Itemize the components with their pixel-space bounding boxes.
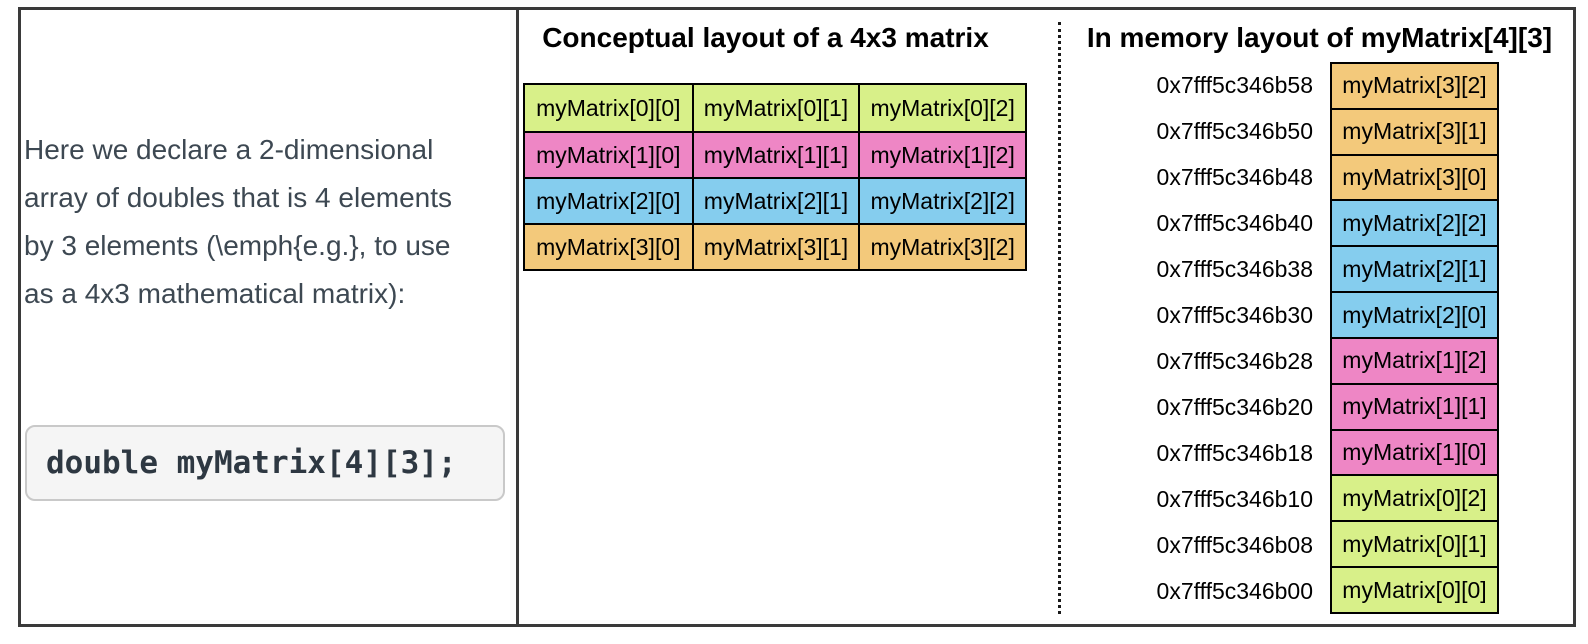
memory-cell: myMatrix[3][0] <box>1332 153 1497 200</box>
memory-address: 0x7fff5c346b58 <box>1156 72 1313 98</box>
memory-cell: myMatrix[2][1] <box>1332 245 1497 292</box>
memory-address: 0x7fff5c346b38 <box>1156 256 1313 282</box>
memory-cell: myMatrix[1][2] <box>1332 336 1497 383</box>
memory-cell: myMatrix[1][0] <box>1332 428 1497 475</box>
matrix-cell: myMatrix[0][1] <box>691 85 859 131</box>
memory-address: 0x7fff5c346b08 <box>1156 532 1313 558</box>
memory-cell: myMatrix[0][1] <box>1332 520 1497 567</box>
description-line: by 3 elements (\emph{e.g.}, to use <box>24 230 451 261</box>
matrix-cell: myMatrix[2][1] <box>691 177 859 223</box>
dotted-divider <box>1058 22 1061 614</box>
description-text: Here we declare a 2-dimensional array of… <box>24 126 518 318</box>
memory-address: 0x7fff5c346b50 <box>1156 118 1313 144</box>
memory-address: 0x7fff5c346b48 <box>1156 164 1313 190</box>
description-line: array of doubles that is 4 elements <box>24 182 453 213</box>
matrix-cell: myMatrix[0][2] <box>858 85 1025 131</box>
memory-layout-title: In memory layout of myMatrix[4][3] <box>1086 22 1553 53</box>
memory-cell: myMatrix[1][1] <box>1332 382 1497 429</box>
matrix-cell: myMatrix[1][2] <box>858 131 1025 177</box>
memory-cell-stack: myMatrix[3][2] myMatrix[3][1] myMatrix[3… <box>1330 62 1499 614</box>
memory-address: 0x7fff5c346b10 <box>1156 486 1313 512</box>
memory-cell: myMatrix[3][1] <box>1332 107 1497 154</box>
memory-address: 0x7fff5c346b28 <box>1156 348 1313 374</box>
matrix-cell: myMatrix[0][0] <box>525 85 692 131</box>
matrix-cell: myMatrix[2][2] <box>858 177 1025 223</box>
memory-cell: myMatrix[3][2] <box>1332 64 1497 108</box>
matrix-cell: myMatrix[3][1] <box>691 223 859 269</box>
matrix-cell: myMatrix[3][2] <box>858 223 1025 269</box>
matrix-cell: myMatrix[1][1] <box>691 131 859 177</box>
memory-address: 0x7fff5c346b30 <box>1156 302 1313 328</box>
conceptual-matrix-table: myMatrix[0][0] myMatrix[0][1] myMatrix[0… <box>523 83 1027 271</box>
matrix-cell: myMatrix[3][0] <box>525 223 692 269</box>
memory-address: 0x7fff5c346b00 <box>1156 578 1313 604</box>
memory-address-column: 0x7fff5c346b58 0x7fff5c346b50 0x7fff5c34… <box>1071 62 1313 614</box>
conceptual-layout-title: Conceptual layout of a 4x3 matrix <box>542 22 989 53</box>
memory-address: 0x7fff5c346b40 <box>1156 210 1313 236</box>
memory-cell: myMatrix[0][2] <box>1332 474 1497 521</box>
memory-cell: myMatrix[2][0] <box>1332 291 1497 337</box>
figure-frame: Here we declare a 2-dimensional array of… <box>18 7 1576 627</box>
memory-cell: myMatrix[2][2] <box>1332 199 1497 246</box>
matrix-cell: myMatrix[1][0] <box>525 131 692 177</box>
memory-cell: myMatrix[0][0] <box>1332 566 1497 612</box>
left-description-panel: Here we declare a 2-dimensional array of… <box>21 10 519 624</box>
memory-address: 0x7fff5c346b20 <box>1156 394 1313 420</box>
code-block: double myMatrix[4][3]; <box>25 425 505 501</box>
matrix-cell: myMatrix[2][0] <box>525 177 692 223</box>
description-line: Here we declare a 2-dimensional <box>24 134 434 165</box>
memory-address: 0x7fff5c346b18 <box>1156 440 1313 466</box>
code-text: double myMatrix[4][3]; <box>46 445 457 481</box>
description-line: as a 4x3 mathematical matrix): <box>24 278 406 309</box>
